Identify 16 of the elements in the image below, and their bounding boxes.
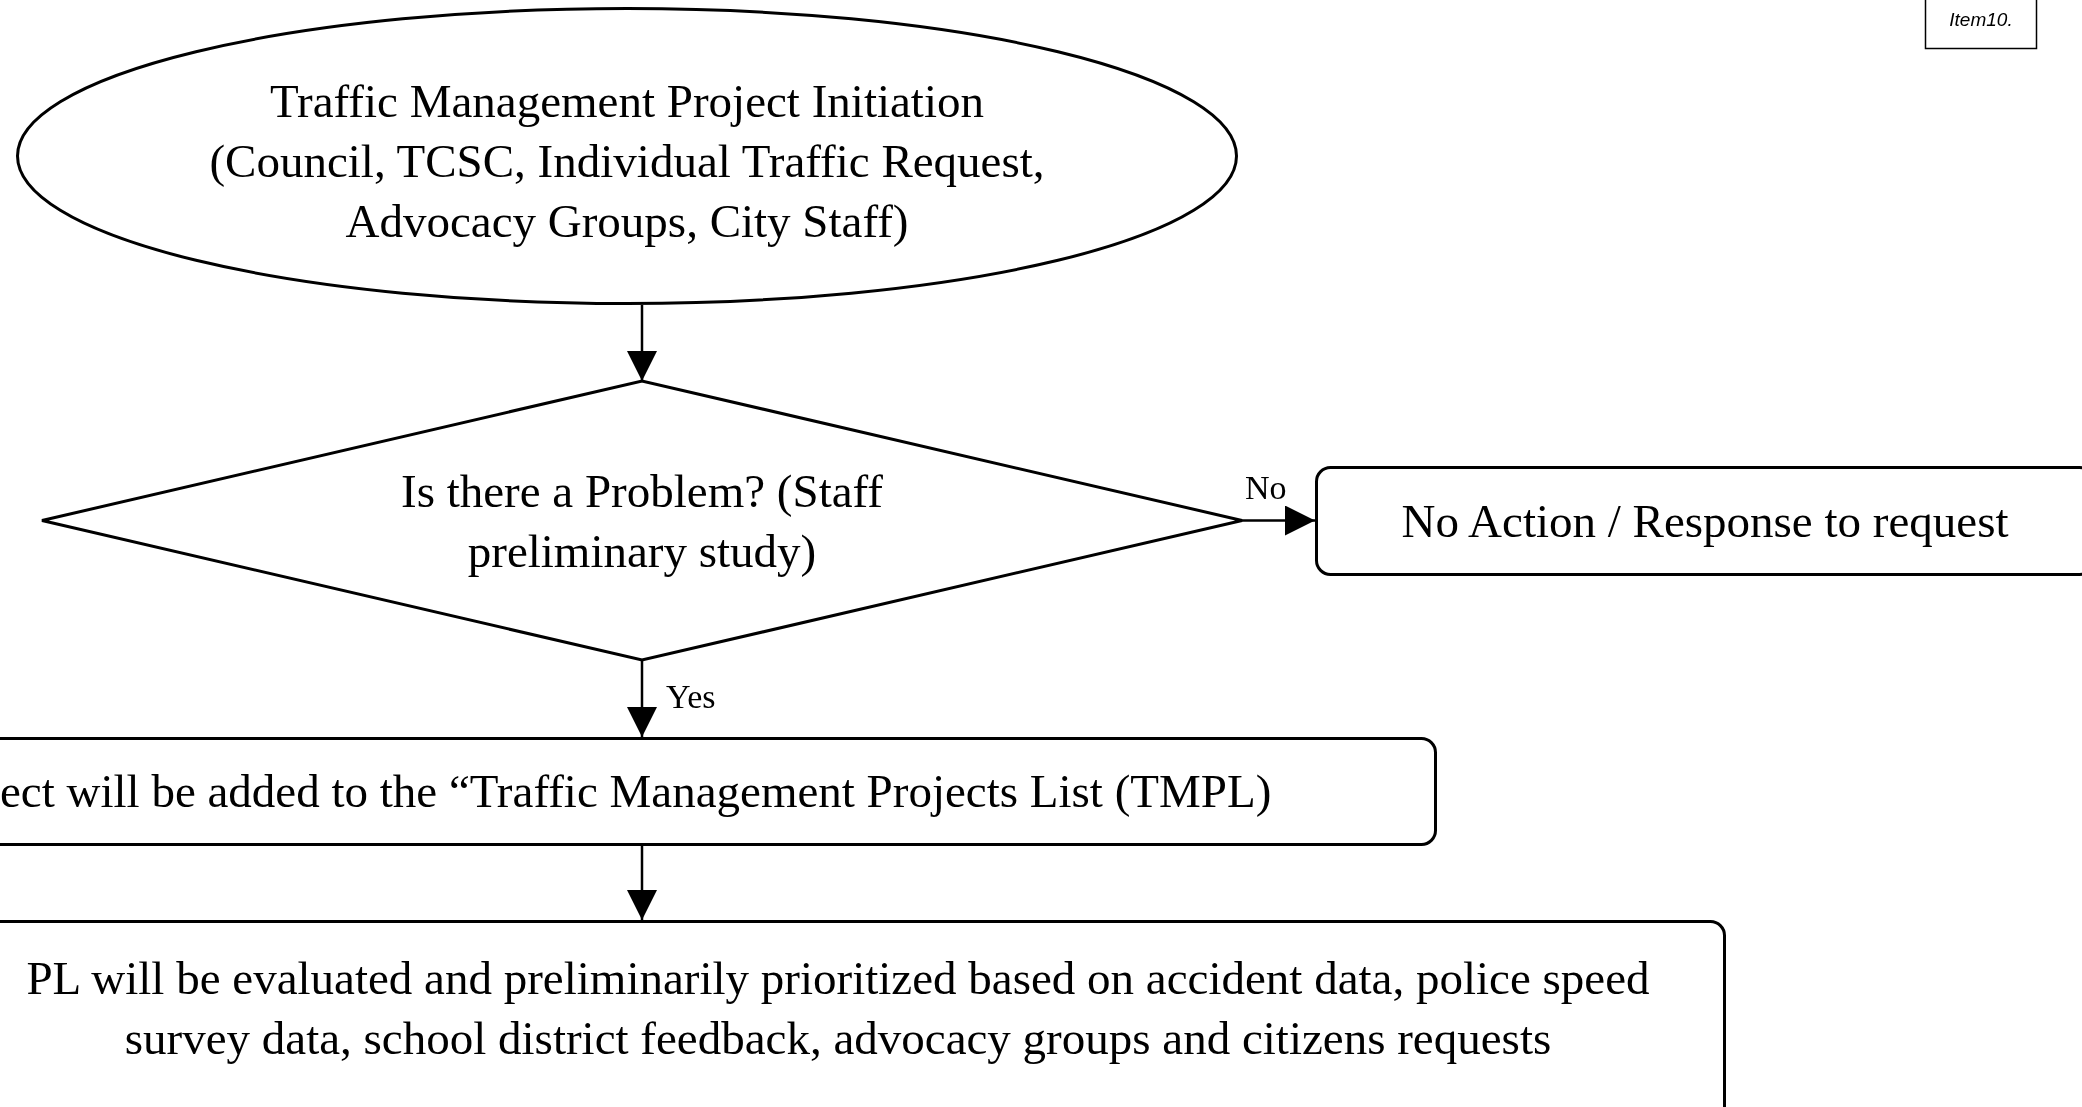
start-ellipse bbox=[16, 7, 1238, 305]
arrow bbox=[627, 305, 657, 381]
node-text: Is there a Problem? (Staff preliminary study) bbox=[400, 464, 884, 580]
arrow bbox=[627, 846, 657, 920]
arrow bbox=[1242, 505, 1315, 536]
node-text: Item10. bbox=[1948, 8, 2014, 32]
item-tag bbox=[1924, 0, 2038, 50]
node-text: No Action / Response to request bbox=[1400, 494, 2010, 549]
node-text: PL will be evaluated and preliminarily prioritized based on accident data, police speed survey data, school district feedback, advocacy groups and citizens requests bbox=[25, 951, 1651, 1067]
node-text: ect will be added to the “Traffic Management Projects List (TMPL) bbox=[0, 764, 1273, 819]
decision-diamond bbox=[42, 381, 1242, 660]
arrow bbox=[627, 660, 657, 737]
process-box bbox=[0, 737, 1437, 846]
node-text: Traffic Management Project Initiation (Council, TCSC, Individual Traffic Request, Advocacy Groups, City Staff) bbox=[208, 74, 1046, 250]
process-box bbox=[0, 920, 1726, 1107]
process-box bbox=[1315, 466, 2082, 576]
